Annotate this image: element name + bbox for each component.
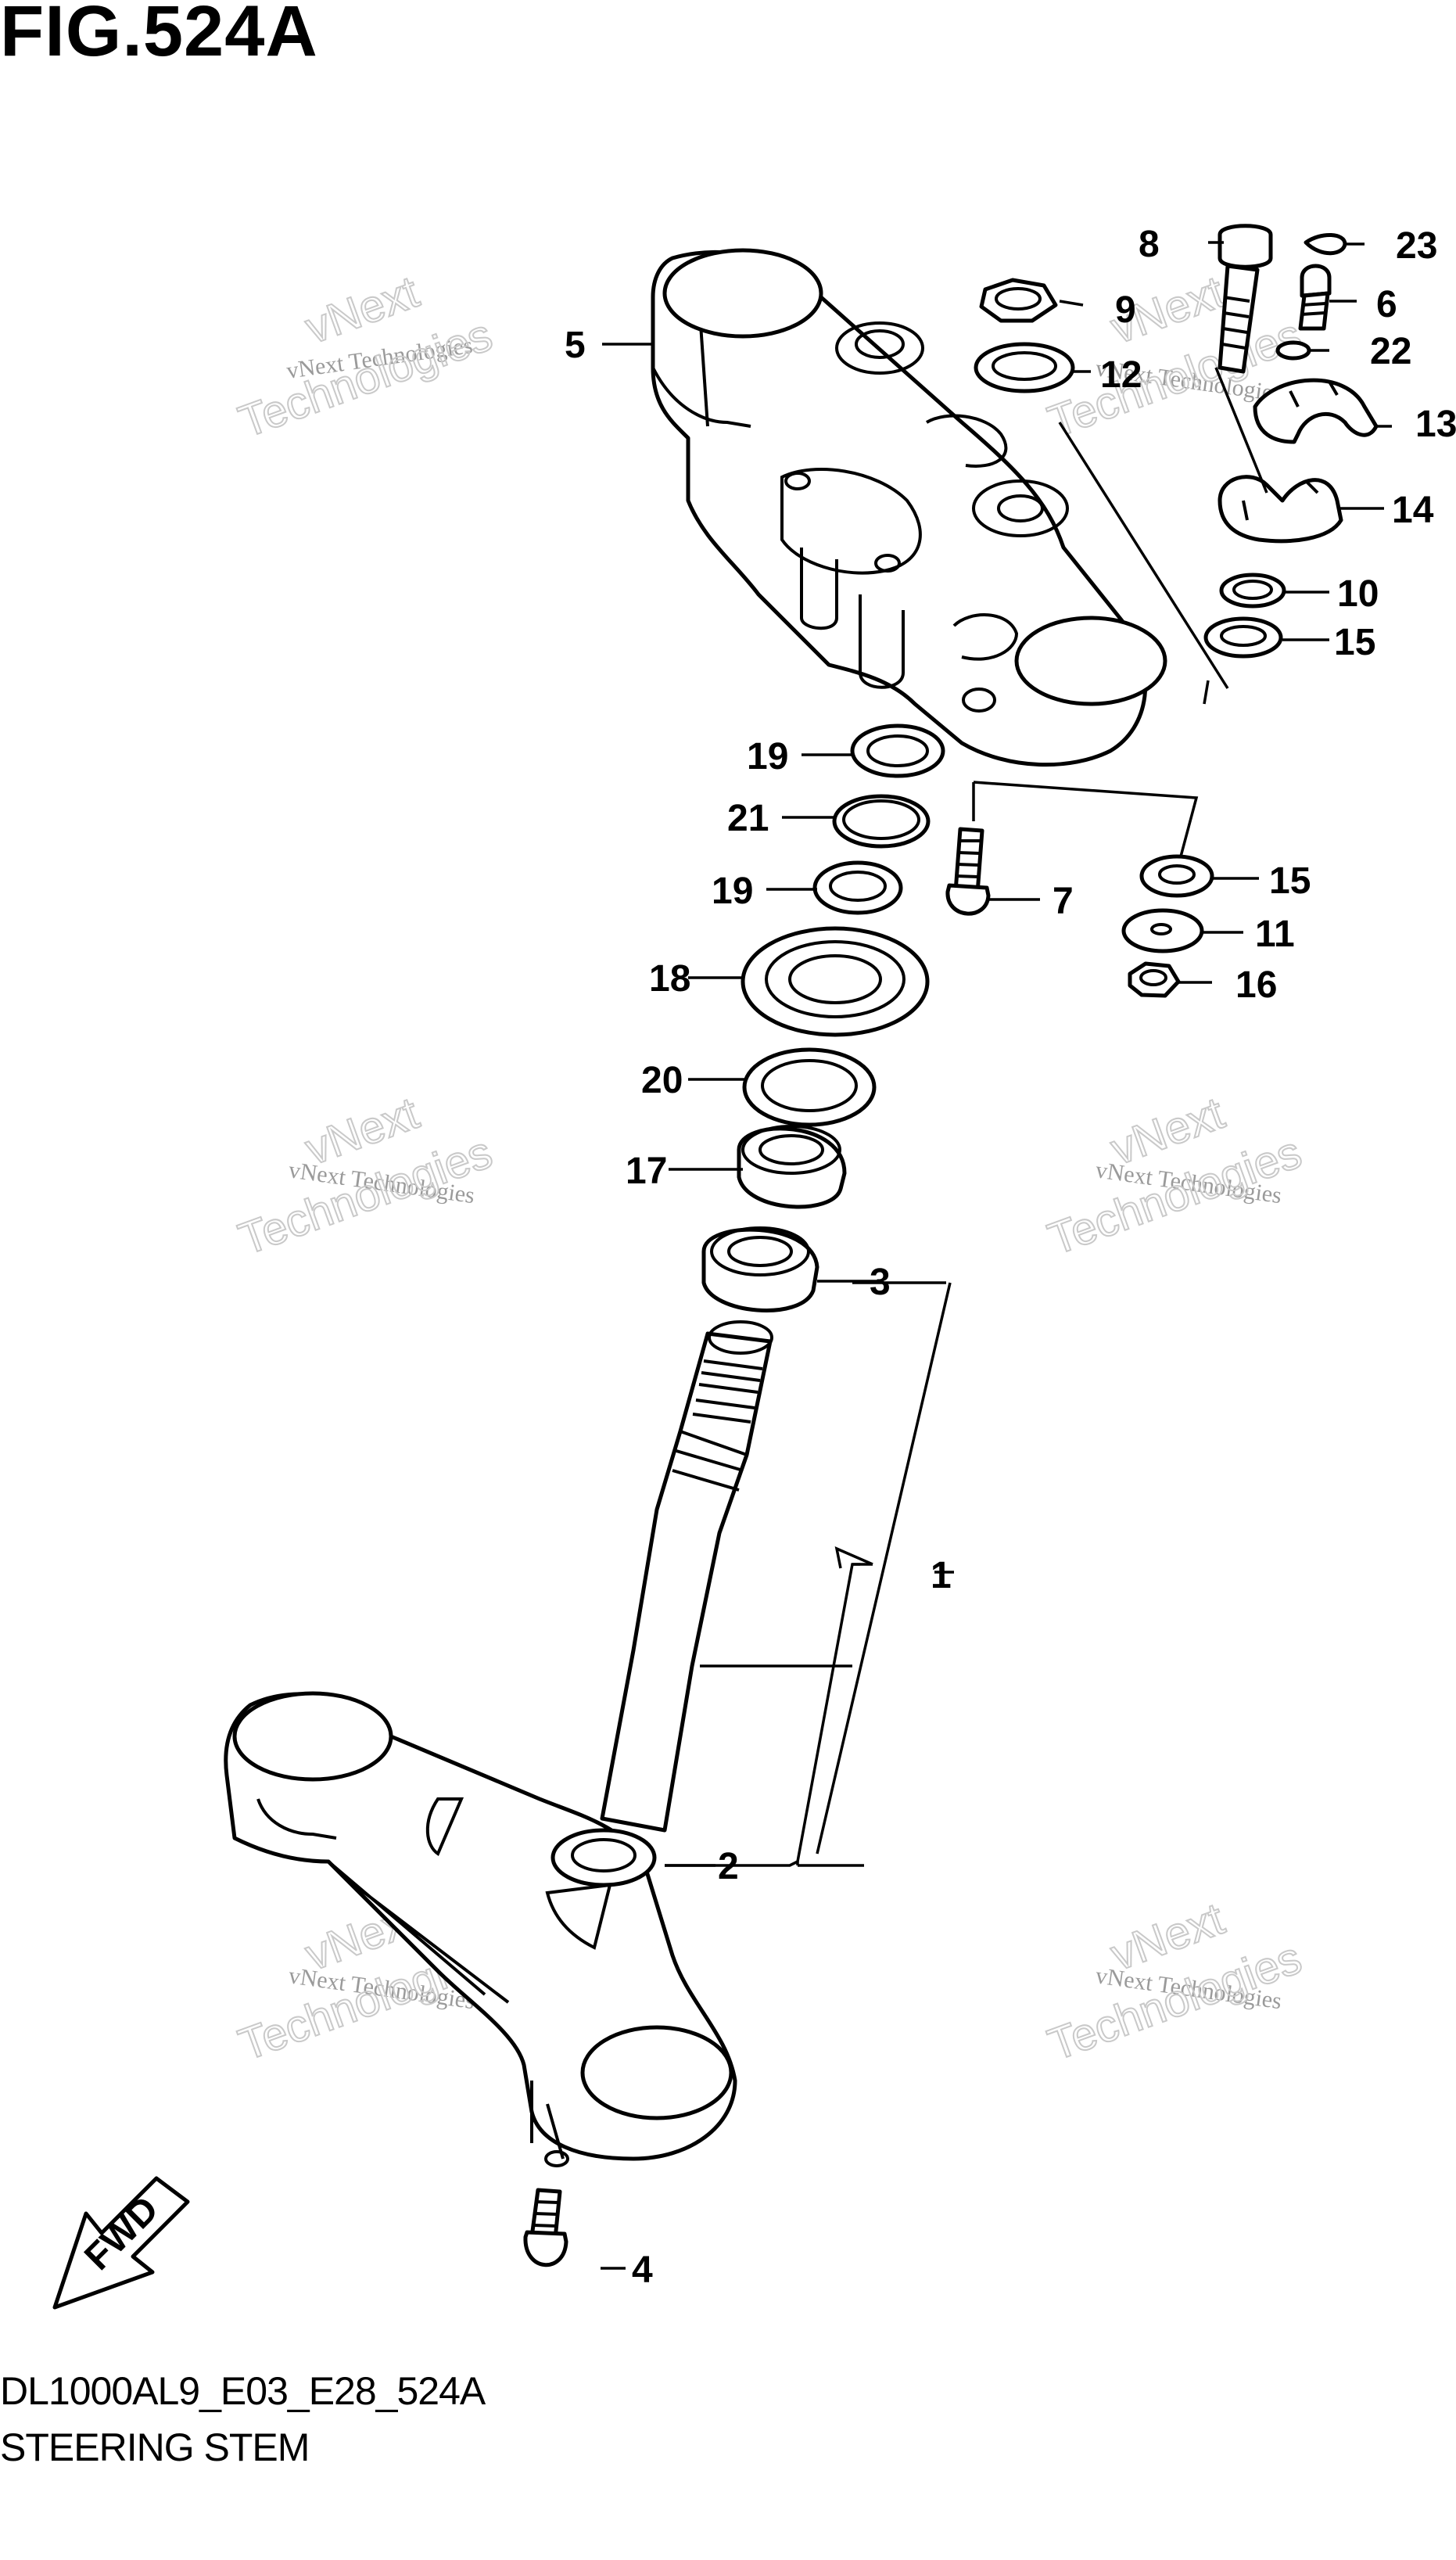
race-20 — [742, 1047, 877, 1127]
callout-12: 12 — [1100, 354, 1142, 396]
washer-15-upper — [1203, 616, 1283, 659]
callout-18: 18 — [649, 958, 690, 1000]
washer-21 — [832, 794, 931, 849]
cap-23 — [1304, 232, 1347, 256]
callout-15-upper: 15 — [1334, 622, 1375, 663]
washer-12 — [974, 342, 1075, 393]
callout-23: 23 — [1396, 225, 1437, 267]
rubber-11 — [1121, 908, 1204, 953]
bearing-3 — [701, 1226, 819, 1312]
figure-title: FIG.524A — [0, 0, 318, 71]
nut-9 — [979, 278, 1058, 323]
washer-10 — [1219, 573, 1286, 609]
callout-21: 21 — [727, 798, 769, 839]
callout-7: 7 — [1053, 881, 1074, 922]
callout-17: 17 — [626, 1151, 667, 1192]
callout-1: 1 — [931, 1555, 952, 1596]
callout-13: 13 — [1415, 404, 1456, 445]
callout-3: 3 — [870, 1262, 891, 1303]
callout-11: 11 — [1255, 914, 1295, 955]
nut-16 — [1128, 961, 1181, 998]
callout-8: 8 — [1139, 224, 1160, 265]
watermark-6: vNext Technologies vNext Technologies — [1041, 1892, 1308, 2071]
watermark-4: vNext Technologies vNext Technologies — [1041, 1086, 1308, 1266]
callout-19-upper: 19 — [747, 736, 788, 777]
callout-20: 20 — [641, 1060, 683, 1101]
washer-22 — [1275, 340, 1311, 361]
bolt-4 — [523, 2188, 568, 2267]
bolt-8 — [1218, 224, 1273, 374]
callout-14: 14 — [1392, 490, 1434, 531]
bolt-6 — [1298, 264, 1332, 331]
steering-stem — [600, 1320, 773, 1833]
callout-15-lower: 15 — [1269, 860, 1311, 902]
figure-code: DL1000AL9_E03_E28_524A — [0, 2369, 486, 2413]
seal-18 — [741, 926, 930, 1037]
watermark-1: vNext Technologies vNext Technologies — [231, 265, 499, 448]
nut-19-lower — [812, 860, 903, 915]
upper-bracket — [651, 248, 1167, 767]
callout-22: 22 — [1370, 331, 1411, 372]
callout-9: 9 — [1115, 289, 1136, 331]
bolt-7 — [945, 827, 991, 916]
nut-19-upper — [850, 723, 945, 778]
callout-labels: 1 2 3 4 5 6 7 8 9 10 11 12 13 14 15 15 1… — [565, 224, 1456, 2291]
bearing-17 — [737, 1125, 847, 1209]
lower-bracket — [224, 1691, 737, 2167]
figure-name: STEERING STEM — [0, 2425, 310, 2469]
callout-19-lower: 19 — [712, 871, 753, 912]
callout-2: 2 — [718, 1846, 739, 1887]
clamp-lower-14 — [1218, 475, 1343, 544]
callout-10: 10 — [1337, 573, 1379, 615]
callout-5: 5 — [565, 325, 586, 366]
callout-16: 16 — [1235, 964, 1277, 1006]
clamp-upper-13 — [1253, 378, 1379, 444]
watermark-3: vNext Technologies vNext Technologies — [231, 1086, 499, 1266]
washer-15-lower — [1139, 854, 1214, 898]
callout-6: 6 — [1376, 284, 1397, 325]
callout-4: 4 — [632, 2249, 653, 2291]
arrow-down-left-icon: FWD — [52, 2176, 190, 2310]
leader-lines — [601, 241, 1392, 2270]
